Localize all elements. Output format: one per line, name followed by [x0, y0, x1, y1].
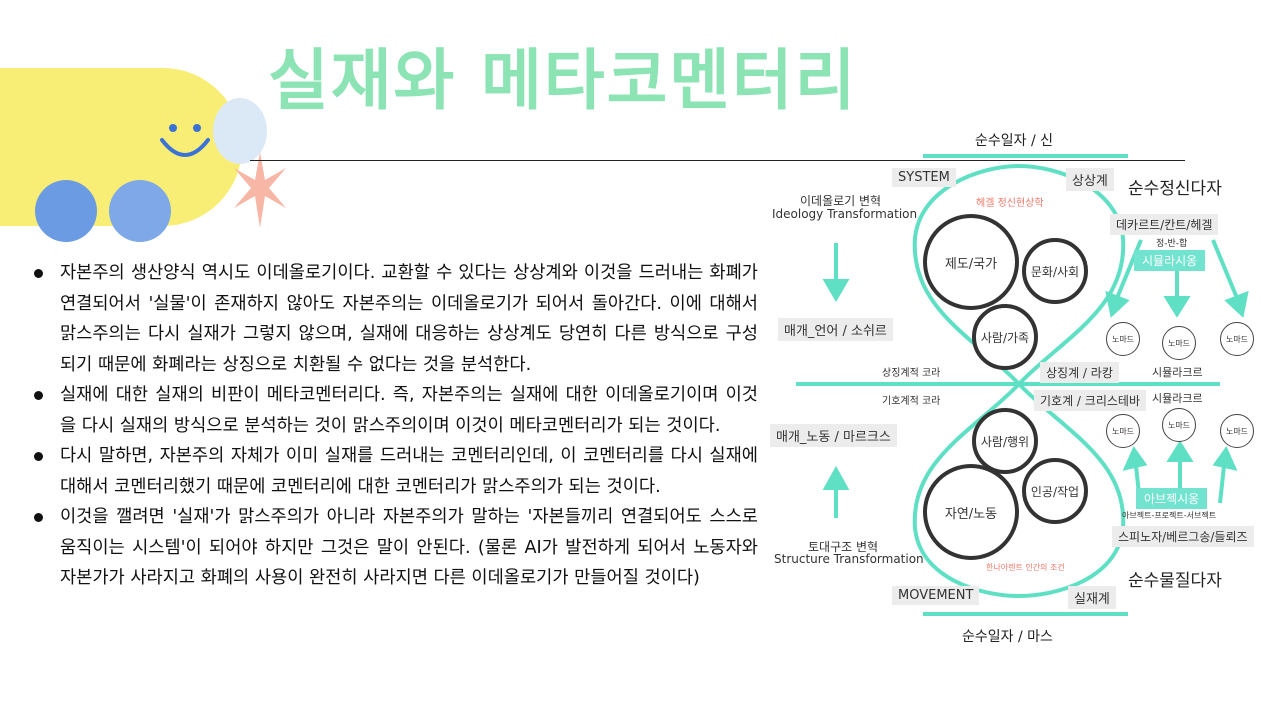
bullet-item: 실재에 대한 실재의 비판이 메타코멘터리다. 즉, 자본주의는 실재에 대한 … — [30, 380, 758, 441]
top-label: 순수일자 / 신 — [975, 133, 1054, 149]
bullet-item: 다시 말하면, 자본주의 자체가 이미 실재를 드러내는 코멘터리인데, 이 코… — [30, 441, 758, 502]
circle-family: 사람/가족 — [972, 304, 1038, 370]
deco-blue-circle-right — [109, 180, 171, 242]
media-labor-label: 매개_노동 / 마르크스 — [770, 424, 897, 447]
ideology-en-label: Ideology Transformation — [772, 207, 918, 221]
structure-en-label: Structure Transformation — [774, 552, 924, 566]
structure-ko-label: 토대구조 변혁 — [808, 540, 879, 554]
circle-nature: 자연/노동 — [923, 464, 1019, 560]
real-label: 실재계 — [1068, 586, 1116, 609]
diagram-lines — [796, 154, 1249, 616]
ideology-ko-label: 이데올로기 변혁 — [800, 194, 882, 208]
bullet-item: 자본주의 생산양식 역시도 이데올로기이다. 교환할 수 있다는 상상계와 이것… — [30, 258, 758, 380]
circle-act: 사람/행위 — [972, 408, 1038, 474]
movement-label: MOVEMENT — [892, 586, 980, 605]
spinoza-label: 스피노자/베르그송/들뢰즈 — [1112, 526, 1254, 547]
circle-artifice: 인공/작업 — [1022, 458, 1088, 524]
smiley-icon — [160, 124, 210, 157]
nomad-node: 노마드 — [1162, 326, 1196, 360]
deco-blue-circle-left — [35, 180, 97, 242]
imaginary-label: 상상계 — [1066, 168, 1114, 191]
title-divider — [250, 160, 1185, 161]
bullet-item: 이것을 깰려면 '실재'가 맑스주의가 아니라 자본주의가 말하는 '자본들끼리… — [30, 502, 758, 594]
circle-state: 제도/국가 — [923, 214, 1019, 310]
abject-label: 아브젝시옹 — [1136, 488, 1208, 509]
ontology-diagram: 순수일자 / 신 SYSTEM 상상계 순수정신다자 이데올로기 변혁 Ideo… — [760, 118, 1280, 648]
arendt-label: 한나아렌트 인간의 조건 — [986, 563, 1065, 572]
deco-light-blue-circle — [213, 98, 267, 164]
nomad-node: 노마드 — [1106, 322, 1140, 356]
semiotic-kristeva-label: 기호계 / 크리스테바 — [1034, 390, 1146, 411]
simulacre-top-label: 시뮬라크르 — [1152, 366, 1203, 379]
spirit-label: 순수정신다자 — [1128, 179, 1222, 199]
bullet-list: 자본주의 생산양식 역시도 이데올로기이다. 교환할 수 있다는 상상계와 이것… — [30, 258, 758, 594]
matter-label: 순수물질다자 — [1128, 571, 1222, 591]
descartes-label: 데카르트/칸트/헤겔 — [1110, 214, 1219, 235]
hegel-label: 헤겔 정신현상학 — [976, 198, 1044, 209]
nomad-node: 노마드 — [1220, 414, 1254, 448]
media-language-label: 매개_언어 / 소쉬르 — [778, 318, 893, 341]
nomad-node: 노마드 — [1106, 414, 1140, 448]
symbolic-lacan-label: 상징계 / 라캉 — [1040, 362, 1119, 383]
simulacre-bottom-label: 시뮬라크르 — [1152, 392, 1203, 405]
abject-sub-label: 아브젝트-프로젝트-서브젝트 — [1122, 511, 1217, 520]
circle-culture: 문화/사회 — [1022, 238, 1088, 304]
thesis-label: 정-반-합 — [1156, 239, 1188, 249]
semiotic-kora-label: 기호계적 코라 — [882, 396, 941, 407]
page-title: 실재와 메타코멘터리 — [268, 42, 858, 119]
bottom-label: 순수일자 / 마스 — [962, 629, 1053, 645]
system-label: SYSTEM — [892, 168, 956, 187]
star-burst-icon — [234, 152, 286, 228]
nomad-node: 노마드 — [1162, 408, 1196, 442]
symbolic-kora-label: 상징계적 코라 — [882, 368, 941, 379]
simulation-label: 시뮬라시옹 — [1134, 250, 1206, 271]
nomad-node: 노마드 — [1220, 322, 1254, 356]
